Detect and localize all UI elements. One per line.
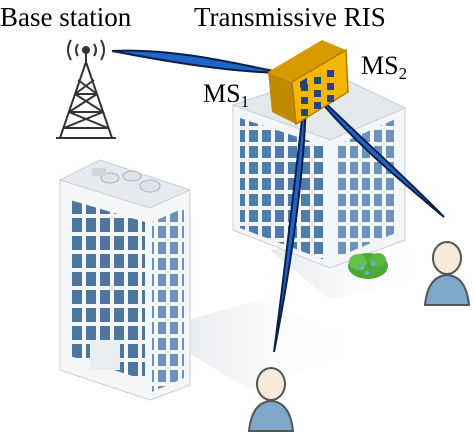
base-station-label: Base station	[0, 2, 132, 32]
ms2-label-main: MS	[361, 51, 399, 80]
ris-panel-icon	[268, 40, 349, 126]
ms1-label-main: MS	[203, 79, 241, 108]
ms2-label-sub: 2	[398, 64, 408, 83]
bush-icon	[348, 253, 388, 279]
ms2-label: MS2	[361, 51, 407, 83]
beam-ris-to-user-right	[307, 85, 445, 218]
user-bottom-icon	[247, 367, 295, 432]
beam-bs-to-ris	[111, 49, 284, 74]
ris-label: Transmissive RIS	[194, 2, 386, 32]
beam-ris-to-user-bottom	[273, 85, 307, 353]
ms1-label-sub: 1	[240, 92, 250, 111]
front-building	[58, 159, 192, 401]
user-right-icon	[423, 241, 471, 306]
ms1-label: MS1	[203, 79, 249, 111]
beams	[111, 49, 445, 353]
base-station-tower-icon	[56, 39, 116, 139]
